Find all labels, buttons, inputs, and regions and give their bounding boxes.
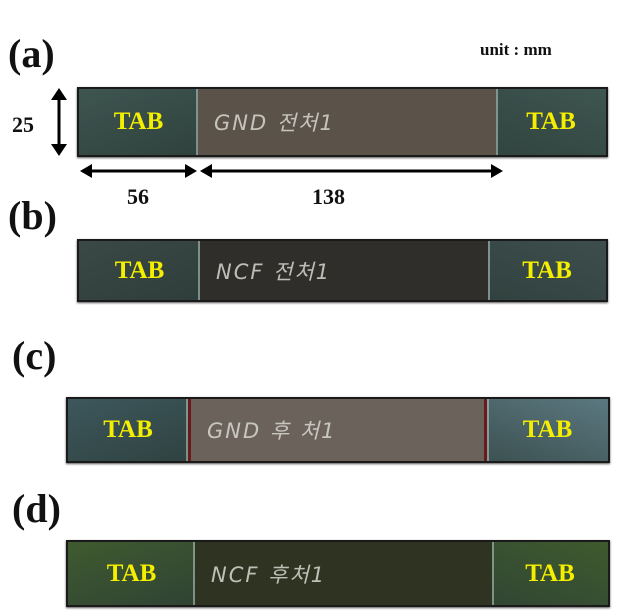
unit-label: unit : mm bbox=[480, 40, 552, 59]
tab-label: TAB bbox=[526, 108, 576, 135]
tab-right: TAB bbox=[487, 399, 608, 461]
handwritten-label: GND 후 처1 bbox=[207, 419, 337, 443]
tab-label: TAB bbox=[113, 108, 164, 135]
gauge-section: NCF 후처1 bbox=[195, 542, 492, 605]
arrow-head-icon bbox=[51, 88, 67, 100]
tab-length-dimension: 56 bbox=[127, 184, 149, 209]
panel-label-a: (a) bbox=[8, 31, 55, 76]
arrow-head-icon bbox=[185, 164, 197, 178]
gauge-length-dimension: 138 bbox=[312, 184, 345, 209]
width-dimension: 25 bbox=[12, 112, 34, 137]
tab-right: TAB bbox=[492, 542, 608, 605]
panel-label-c: (c) bbox=[12, 333, 57, 378]
arrow-head-icon bbox=[200, 164, 212, 178]
specimen-d: TAB NCF 후처1 TAB bbox=[66, 540, 610, 607]
tab-label: TAB bbox=[106, 559, 157, 587]
tab-label: TAB bbox=[522, 416, 573, 443]
handwritten-label: NCF 후처1 bbox=[211, 562, 327, 587]
tab-label: TAB bbox=[522, 256, 572, 284]
gauge-section: NCF 전처1 bbox=[200, 241, 488, 300]
tab-left: TAB bbox=[68, 542, 195, 605]
handwritten-label: NCF 전처1 bbox=[216, 259, 332, 284]
specimen-a: TAB GND 전처1 TAB bbox=[77, 87, 608, 157]
tab-left: TAB bbox=[68, 399, 191, 461]
tab-label: TAB bbox=[525, 559, 575, 587]
handwritten-label: GND 전처1 bbox=[214, 111, 335, 135]
tab-left: TAB bbox=[79, 241, 200, 300]
tab-label: TAB bbox=[114, 256, 165, 284]
panel-label-b: (b) bbox=[8, 193, 57, 238]
arrow-head-icon bbox=[51, 144, 67, 156]
tab-right: TAB bbox=[496, 89, 606, 155]
tab-right: TAB bbox=[488, 241, 606, 300]
specimen-b: TAB NCF 전처1 TAB bbox=[77, 239, 608, 302]
specimen-c: TAB GND 후 처1 TAB bbox=[66, 397, 610, 463]
tab-left: TAB bbox=[79, 89, 198, 155]
tab-label: TAB bbox=[103, 416, 153, 443]
arrow-head-icon bbox=[491, 164, 503, 178]
gauge-section: GND 전처1 bbox=[198, 89, 496, 155]
arrow-head-icon bbox=[80, 164, 92, 178]
gauge-section: GND 후 처1 bbox=[191, 399, 487, 461]
panel-label-d: (d) bbox=[12, 486, 61, 531]
